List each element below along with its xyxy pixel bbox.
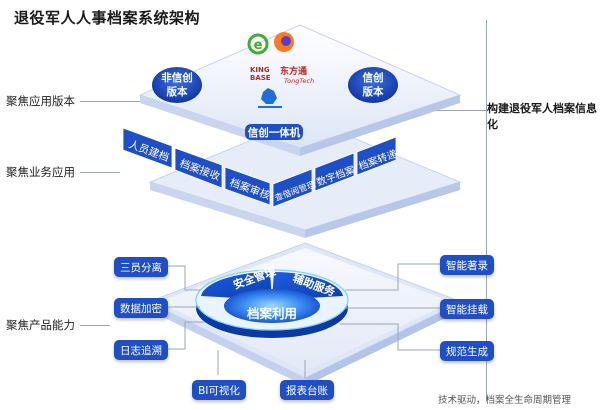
badge-xinchuang-line2: 版本: [363, 85, 384, 98]
tongtech-logo-cn: 东方通: [280, 65, 307, 77]
chip-bi-visualization: BI可视化: [192, 380, 246, 400]
label-business-app: 聚焦业务应用: [6, 165, 75, 179]
capability-ring: [195, 269, 349, 338]
xinchuang-appliance-label: 信创一体机: [248, 126, 301, 139]
tongtech-logo-en: TongTech: [284, 77, 314, 85]
chip-smart-mounting: 智能挂载: [440, 299, 494, 319]
badge-xinchuang: [348, 67, 398, 103]
line-product-capability: [80, 325, 110, 326]
chip-standard-generation: 规范生成: [440, 341, 494, 361]
ring-core: [224, 289, 320, 323]
bottom-connectors: [168, 263, 440, 378]
kingbase-logo-line2: BASE: [250, 74, 271, 82]
label-product-capability: 聚焦产品能力: [6, 318, 75, 332]
chip-log-tracing: 日志追溯: [114, 340, 168, 360]
top-platform: [138, 24, 462, 156]
chip-smart-cataloging: 智能著录: [440, 255, 494, 275]
kylin-os-icon: [258, 88, 282, 108]
line-business-app: [80, 172, 120, 173]
ring-center-label: 档案利用: [247, 306, 297, 321]
badge-xinchuang-line1: 信创: [363, 71, 384, 84]
ie-browser-icon: e: [247, 33, 269, 55]
xinchuang-appliance-box: [245, 124, 303, 140]
chip-three-admin-separation: 三员分离: [114, 257, 168, 277]
right-summary-label: 构建退役军人档案信息化: [487, 102, 597, 131]
badge-non-xinchuang-line2: 版本: [167, 85, 188, 98]
business-modules: [122, 127, 397, 208]
chip-data-encryption: 数据加密: [114, 298, 168, 318]
badge-non-xinchuang: [152, 67, 202, 103]
line-app-version: [80, 101, 170, 102]
chip-report-ledger: 报表台账: [280, 380, 334, 400]
badge-non-xinchuang-line1: 非信创: [161, 71, 193, 84]
right-bracket-arm: [425, 110, 486, 111]
page-title: 退役军人人事档案系统架构: [14, 9, 201, 27]
svg-text:e: e: [254, 38, 263, 53]
firefox-icon: [274, 32, 294, 52]
footnote: 技术驱动，档案全生命周期管理: [438, 395, 572, 406]
right-bracket-vertical: [486, 20, 487, 400]
kingbase-logo-line1: KING: [250, 66, 270, 74]
label-app-version: 聚焦应用版本: [6, 94, 75, 108]
